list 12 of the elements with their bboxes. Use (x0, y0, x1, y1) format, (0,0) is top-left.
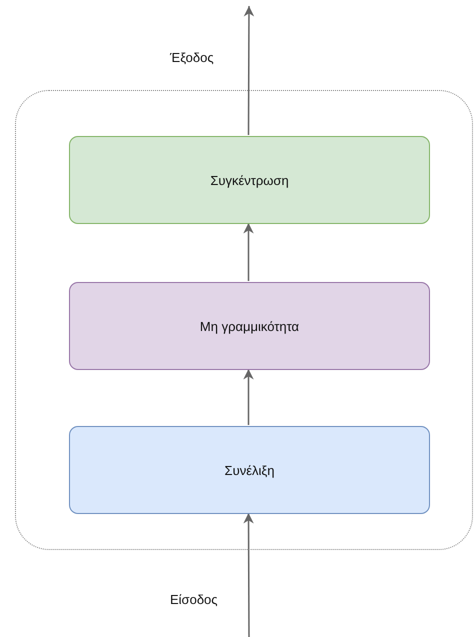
arrow (243, 513, 254, 637)
process-box (69, 136, 430, 224)
edge-label: Είσοδος (168, 591, 220, 608)
node-label: Μη γραμμικότητα (200, 318, 300, 334)
arrow (243, 223, 254, 281)
node-label: Συνέλιξη (224, 462, 274, 478)
process-box (69, 426, 430, 514)
process-box (69, 282, 430, 370)
arrow (243, 369, 254, 425)
container-box (15, 90, 473, 550)
node-label: Συγκέντρωση (210, 172, 289, 188)
arrow (244, 6, 254, 135)
